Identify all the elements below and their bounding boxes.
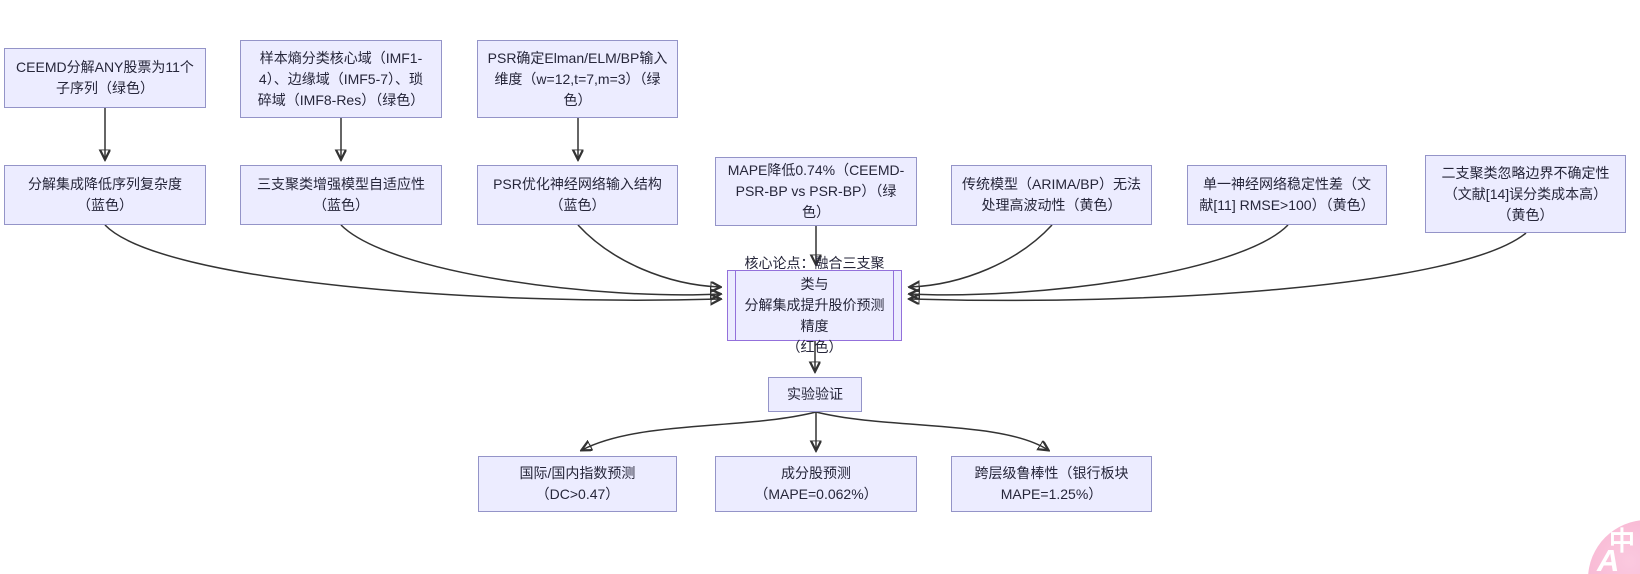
node-psr-optimizes-input: PSR优化神经网络输入结构 （蓝色） [477,165,678,225]
edge-exp-e3 [815,411,1048,450]
edge-b1-core [104,224,720,300]
node-constituent-stock-prediction: 成分股预测 （MAPE=0.062%） [715,456,917,512]
node-single-nn-instability: 单一神经网络稳定性差（文 献[11] RMSE>100）（黄色） [1187,165,1387,225]
edge-b7-core [910,232,1527,300]
edge-b2-core [340,224,720,295]
edge-b5-core [910,224,1053,287]
translate-badge[interactable]: 中 A [1588,520,1640,574]
node-cross-level-robustness: 跨层级鲁棒性（银行板块 MAPE=1.25%） [951,456,1152,512]
node-two-way-clustering-limitation: 二支聚类忽略边界不确定性 （文献[14]误分类成本高） （黄色） [1425,155,1626,233]
core-thesis-label: 核心论点：融合三支聚类与 分解集成提升股价预测精度 （红色） [744,255,885,355]
edge-b3-core [577,224,720,287]
node-sample-entropy-classification: 样本熵分类核心域（IMF1- 4）、边缘域（IMF5-7）、琐 碎域（IMF8-… [240,40,442,118]
double-border-line [735,271,736,340]
node-three-way-clustering-adaptivity: 三支聚类增强模型自适应性 （蓝色） [240,165,442,225]
node-ceemd-decomposition: CEEMD分解ANY股票为11个 子序列（绿色） [4,48,206,108]
node-psr-input-dimension: PSR确定Elman/ELM/BP输入 维度（w=12,t=7,m=3）（绿 色… [477,40,678,118]
node-core-thesis: 核心论点：融合三支聚类与 分解集成提升股价预测精度 （红色） [727,255,902,355]
node-traditional-model-limitation: 传统模型（ARIMA/BP）无法 处理高波动性（黄色） [951,165,1152,225]
node-mape-reduction: MAPE降低0.74%（CEEMD- PSR-BP vs PSR-BP）（绿 色… [715,157,917,226]
translate-badge-latin-char: A [1597,543,1620,574]
node-experimental-validation: 实验验证 [768,377,862,412]
edge-exp-e1 [582,411,817,450]
edge-b6-core [910,224,1289,295]
double-border-line [893,271,894,340]
node-index-prediction: 国际/国内指数预测 （DC>0.47） [478,456,677,512]
node-decomposition-reduces-complexity: 分解集成降低序列复杂度 （蓝色） [4,165,206,225]
translate-badge-cn-char: 中 [1609,526,1636,556]
